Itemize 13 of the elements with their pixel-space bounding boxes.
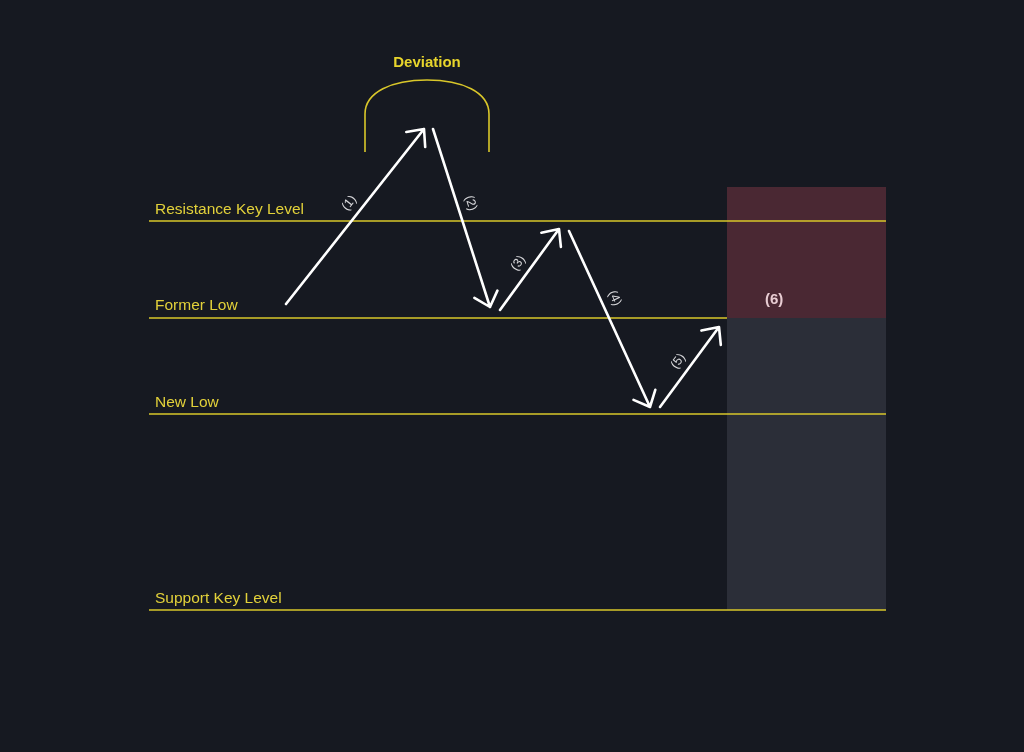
step-number: (3) — [507, 252, 529, 274]
level-label: New Low — [155, 393, 219, 411]
step-number: (1) — [338, 192, 360, 214]
level-label: Resistance Key Level — [155, 200, 305, 218]
level-label: Former Low — [155, 296, 238, 314]
shaded-zone — [727, 187, 886, 318]
step-number: (5) — [667, 350, 689, 372]
callout-number: (6) — [765, 290, 784, 308]
step-number: (2) — [461, 193, 481, 213]
shaded-zone — [727, 318, 886, 610]
heading-label: Deviation — [393, 53, 461, 71]
level-label: Support Key Level — [155, 589, 282, 607]
step-number: (4) — [605, 288, 625, 308]
